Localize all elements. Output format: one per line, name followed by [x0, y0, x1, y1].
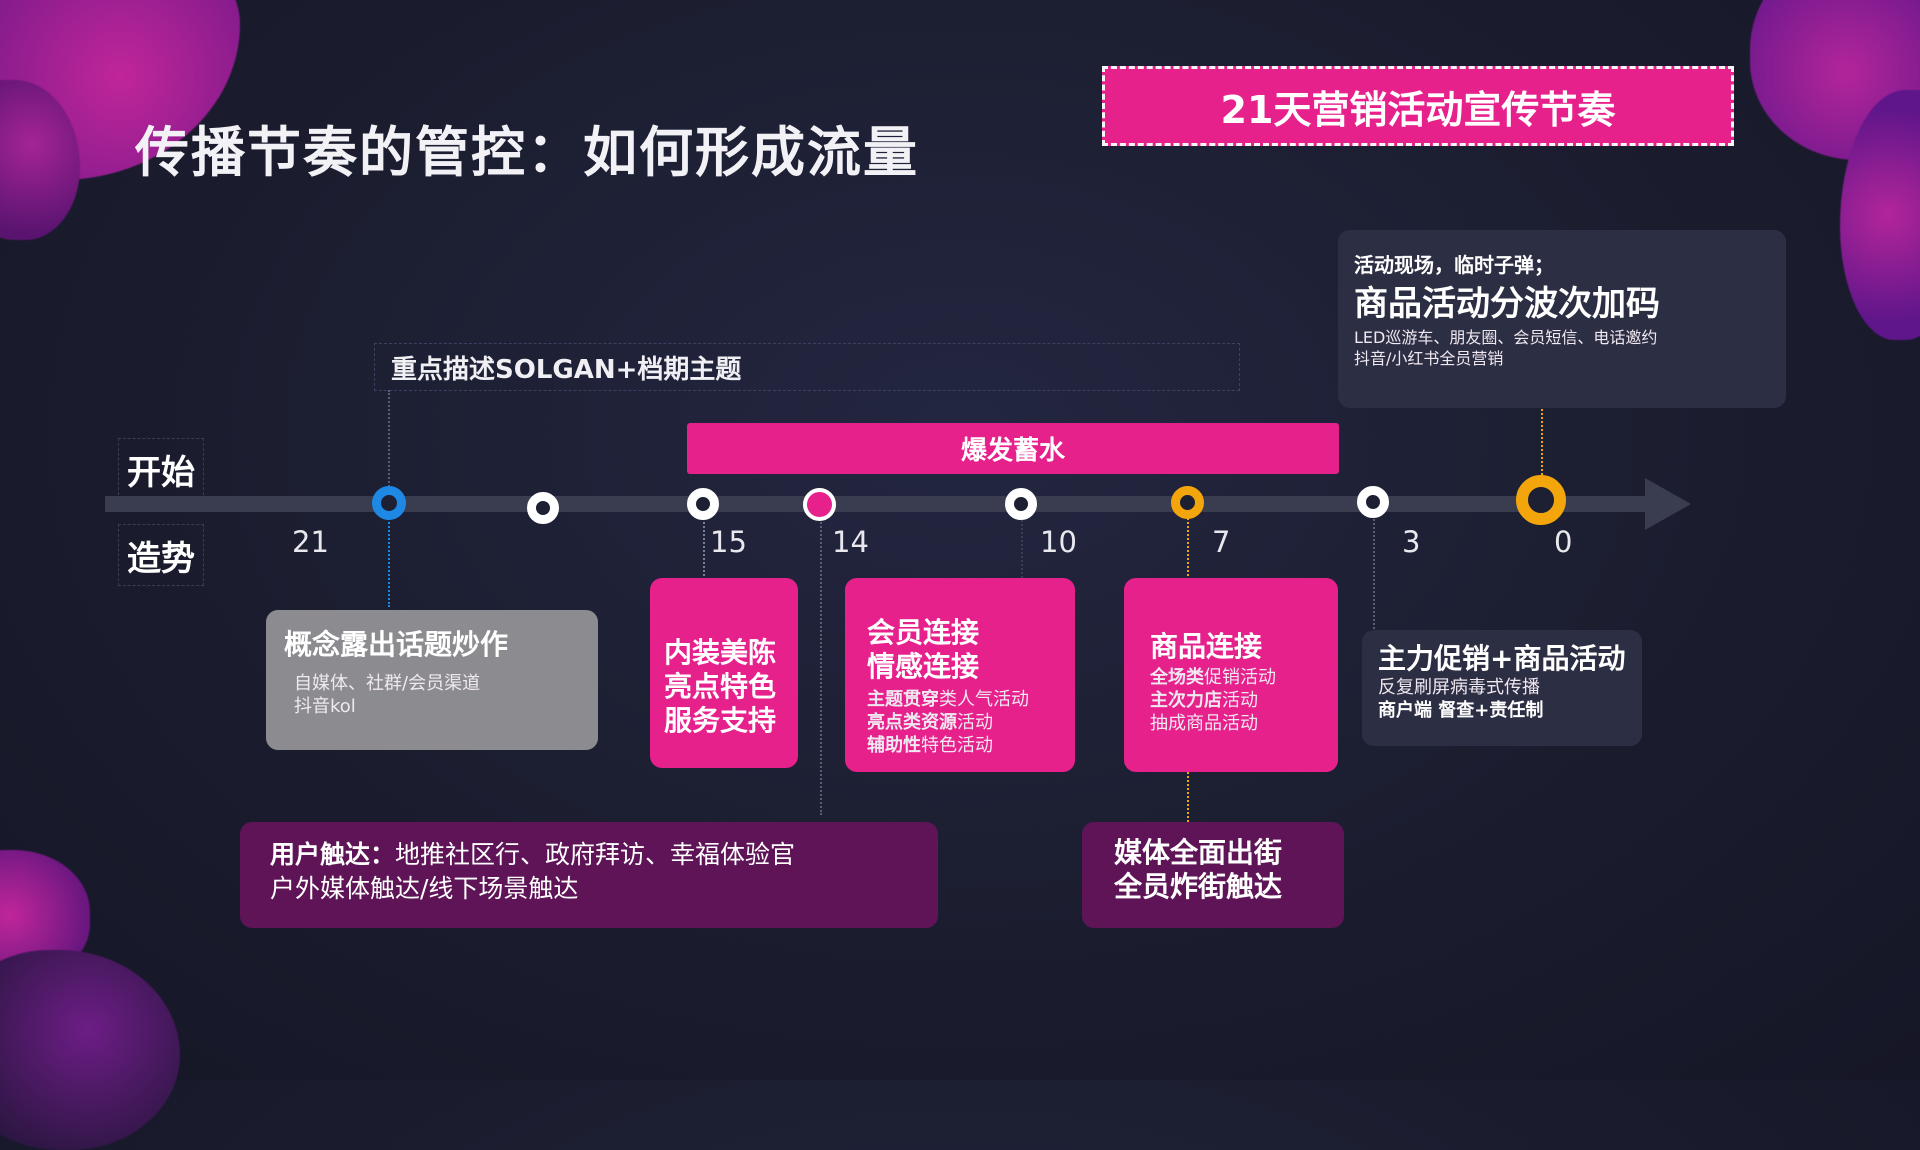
node-day-21: [372, 486, 406, 520]
card-user-reach-line1: 地推社区行、政府拜访、幸福体验官: [395, 840, 796, 869]
card-member-r2-bold: 亮点类资源: [867, 712, 957, 733]
card-onsite-line2: LED巡游车、朋友圈、会员短信、电话邀约: [1354, 328, 1658, 347]
card-main-promo: 主力促销+商品活动 反复刷屏病毒式传播 商户端 督查+责任制: [1362, 630, 1642, 746]
label-start: 开始: [118, 438, 204, 500]
card-onsite-line3: 抖音/小红书全员营销: [1354, 349, 1504, 368]
card-product-r3: 抽成商品活动: [1150, 713, 1258, 734]
connector-member: [1021, 515, 1023, 630]
tick-7: 7: [1212, 525, 1231, 559]
node-day-3: [1357, 486, 1389, 518]
card-member-r1: 类人气活动: [939, 689, 1029, 710]
timeline-arrowhead: [1645, 478, 1691, 530]
card-product-r2: 活动: [1222, 690, 1258, 711]
node-day-14: [803, 488, 836, 521]
card-product-r1: 促销活动: [1204, 667, 1276, 688]
card-main-promo-title: 主力促销+商品活动: [1378, 642, 1626, 675]
card-member-line2: 情感连接: [867, 650, 980, 683]
card-media-line1: 媒体全面出街: [1114, 836, 1283, 869]
tick-0: 0: [1554, 525, 1573, 559]
card-product: 商品连接 全场类促销活动 主次力店活动 抽成商品活动: [1124, 578, 1338, 772]
tick-15: 15: [710, 525, 747, 559]
connector-onsite: [1541, 370, 1543, 478]
connector-reach: [820, 515, 822, 815]
tick-14: 14: [832, 525, 869, 559]
card-concept-line2: 抖音kol: [294, 696, 356, 717]
card-user-reach-bold: 用户触达：: [270, 840, 396, 869]
card-user-reach: 用户触达：地推社区行、政府拜访、幸福体验官 户外媒体触达/线下场景触达: [240, 822, 938, 928]
slogan-box: 重点描述SOLGAN+档期主题: [374, 343, 1240, 391]
node-day-10: [1005, 488, 1037, 520]
card-media: 媒体全面出街 全员炸街触达: [1082, 822, 1344, 928]
tick-3: 3: [1402, 525, 1421, 559]
card-member: 会员连接 情感连接 主题贯穿类人气活动 亮点类资源活动 辅助性特色活动: [845, 578, 1075, 772]
card-concept-line1: 自媒体、社群/会员渠道: [294, 673, 481, 694]
card-decor-line3: 服务支持: [664, 704, 777, 737]
card-product-r2-bold: 主次力店: [1150, 690, 1222, 711]
node-day-0: [1516, 475, 1566, 525]
card-user-reach-line2: 户外媒体触达/线下场景触达: [270, 874, 579, 903]
card-product-title: 商品连接: [1150, 630, 1263, 663]
timeline-axis: [105, 496, 1665, 512]
card-member-r3: 特色活动: [921, 735, 993, 756]
connector-media: [1187, 772, 1189, 834]
card-member-r2: 活动: [957, 712, 993, 733]
connector-product: [1187, 515, 1189, 615]
decor-blob-bottom-left-2: [0, 950, 180, 1150]
card-member-line1: 会员连接: [867, 616, 980, 649]
card-member-r1-bold: 主题贯穿: [867, 689, 939, 710]
label-momentum: 造势: [118, 524, 204, 586]
banner-21-days: 21天营销活动宣传节奏: [1102, 66, 1734, 146]
card-main-promo-line1: 反复刷屏病毒式传播: [1378, 677, 1540, 698]
connector-decor: [703, 515, 705, 615]
node-day-15: [687, 488, 719, 520]
tick-10: 10: [1040, 525, 1077, 559]
card-onsite-title: 商品活动分波次加码: [1354, 284, 1660, 324]
connector-concept: [388, 515, 390, 607]
tick-21: 21: [292, 525, 329, 559]
card-concept: 概念露出话题炒作 自媒体、社群/会员渠道 抖音kol: [266, 610, 598, 750]
page-title: 传播节奏的管控：如何形成流量: [135, 121, 919, 184]
card-onsite-line1: 活动现场，临时子弹；: [1354, 253, 1554, 277]
card-decor-line1: 内装美陈: [664, 636, 777, 669]
card-concept-title: 概念露出话题炒作: [284, 628, 509, 661]
connector-main-promo: [1373, 515, 1375, 633]
burst-bar: 爆发蓄水: [687, 423, 1339, 474]
card-decor: 内装美陈 亮点特色 服务支持: [650, 578, 798, 768]
card-media-line2: 全员炸街触达: [1114, 870, 1283, 903]
card-decor-line2: 亮点特色: [664, 670, 777, 703]
node-day-7: [1171, 486, 1204, 519]
node-day-18: [527, 492, 559, 524]
card-onsite: 活动现场，临时子弹； 商品活动分波次加码 LED巡游车、朋友圈、会员短信、电话邀…: [1338, 230, 1786, 408]
card-member-r3-bold: 辅助性: [867, 735, 921, 756]
card-main-promo-line2: 商户端 督查+责任制: [1378, 700, 1544, 721]
card-product-r1-bold: 全场类: [1150, 667, 1204, 688]
connector-slogan: [388, 390, 390, 502]
